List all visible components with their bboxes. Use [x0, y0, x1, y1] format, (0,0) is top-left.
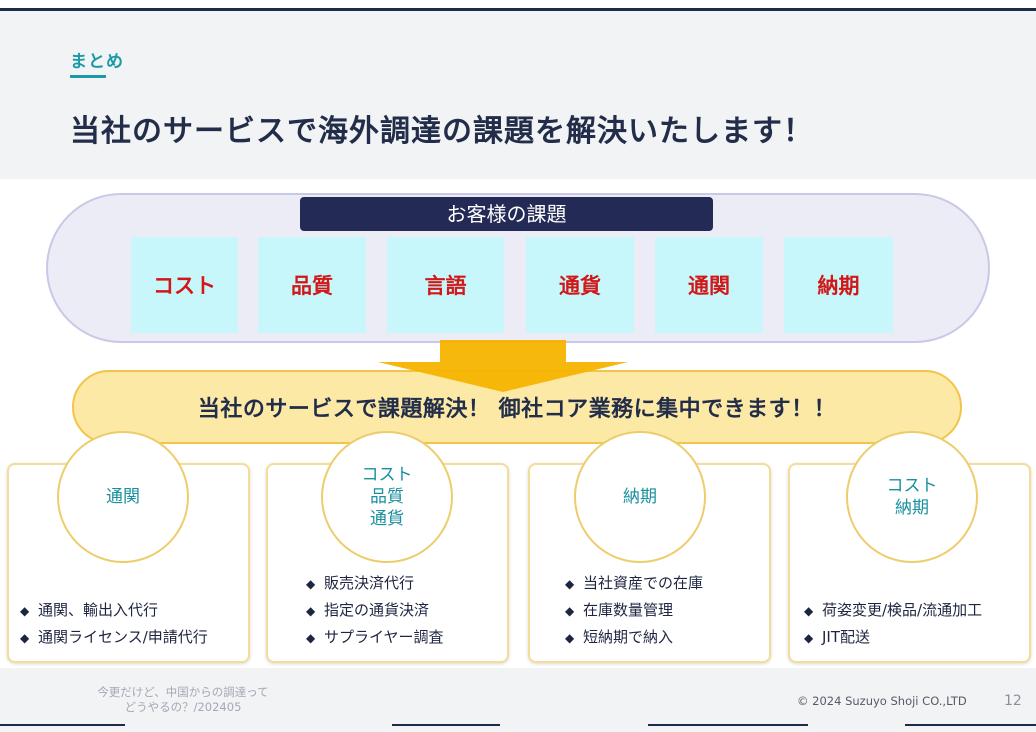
- challenge-item-language: 言語: [387, 237, 504, 333]
- service-bullets-cost-quality-currency: ◆販売決済代行 ◆指定の通貨決済 ◆サプライヤー調査: [306, 570, 444, 651]
- diamond-bullet-icon: ◆: [804, 631, 814, 645]
- bottom-rule: [392, 724, 500, 726]
- diamond-bullet-icon: ◆: [20, 604, 30, 618]
- bullet-item: ◆サプライヤー調査: [306, 624, 444, 651]
- service-circle-cost-quality-currency: コスト 品質 通貨: [321, 431, 453, 563]
- diamond-bullet-icon: ◆: [804, 604, 814, 618]
- diamond-bullet-icon: ◆: [20, 631, 30, 645]
- bullet-item: ◆当社資産での在庫: [565, 570, 703, 597]
- bottom-rule: [0, 724, 125, 726]
- bullet-item: ◆通関ライセンス/申請代行: [20, 624, 208, 651]
- bullet-item: ◆指定の通貨決済: [306, 597, 444, 624]
- section-label: まとめ: [70, 52, 124, 72]
- challenge-item-quality: 品質: [258, 237, 366, 333]
- solution-banner: 当社のサービスで課題解決！ 御社コア業務に集中できます！！: [72, 370, 962, 444]
- page-title: 当社のサービスで海外調達の課題を解決いたします！: [70, 114, 814, 149]
- challenge-item-currency: 通貨: [526, 237, 634, 333]
- service-circle-delivery: 納期: [574, 431, 706, 563]
- footer-note-line: 今更だけど、中国からの調達って: [97, 685, 269, 699]
- challenges-heading: お客様の課題: [300, 197, 713, 231]
- bullet-item: ◆在庫数量管理: [565, 597, 703, 624]
- diamond-bullet-icon: ◆: [565, 577, 575, 591]
- circle-label: コスト: [361, 465, 413, 485]
- service-bullets-customs: ◆通関、輸出入代行 ◆通関ライセンス/申請代行: [20, 597, 208, 651]
- copyright: © 2024 Suzuyo Shoji CO.,LTD: [797, 694, 967, 708]
- service-circle-customs: 通関: [57, 431, 189, 563]
- service-bullets-cost-delivery: ◆荷姿変更/検品/流通加工 ◆JIT配送: [804, 597, 982, 651]
- diamond-bullet-icon: ◆: [306, 577, 316, 591]
- header-band: [0, 11, 1036, 179]
- diamond-bullet-icon: ◆: [306, 631, 316, 645]
- footer-note: 今更だけど、中国からの調達って どうやるの？/202405: [78, 685, 288, 715]
- footer-note-line: どうやるの？/202405: [124, 700, 242, 714]
- circle-label: 品質: [370, 487, 404, 507]
- bullet-item: ◆販売決済代行: [306, 570, 444, 597]
- diamond-bullet-icon: ◆: [565, 604, 575, 618]
- bullet-item: ◆短納期で納入: [565, 624, 703, 651]
- bullet-item: ◆荷姿変更/検品/流通加工: [804, 597, 982, 624]
- challenge-item-delivery: 納期: [784, 237, 893, 333]
- bottom-rule: [648, 724, 808, 726]
- circle-label: 通貨: [370, 509, 404, 529]
- bullet-item: ◆JIT配送: [804, 624, 982, 651]
- bullet-item: ◆通関、輸出入代行: [20, 597, 208, 624]
- circle-label: コスト: [886, 476, 938, 496]
- bottom-rule: [905, 724, 1036, 726]
- circle-label: 納期: [623, 487, 657, 507]
- solution-banner-text: 当社のサービスで課題解決！ 御社コア業務に集中できます！！: [197, 397, 837, 422]
- top-rule: [0, 8, 1036, 11]
- service-bullets-delivery: ◆当社資産での在庫 ◆在庫数量管理 ◆短納期で納入: [565, 570, 703, 651]
- section-underline: [70, 75, 106, 78]
- challenge-item-customs: 通関: [655, 237, 763, 333]
- service-circle-cost-delivery: コスト 納期: [846, 431, 978, 563]
- challenge-item-cost: コスト: [131, 237, 238, 333]
- circle-label: 通関: [106, 487, 140, 507]
- diamond-bullet-icon: ◆: [565, 631, 575, 645]
- page-number: 12: [1004, 693, 1022, 709]
- diamond-bullet-icon: ◆: [306, 604, 316, 618]
- circle-label: 納期: [895, 498, 929, 518]
- footer-band: [0, 668, 1036, 732]
